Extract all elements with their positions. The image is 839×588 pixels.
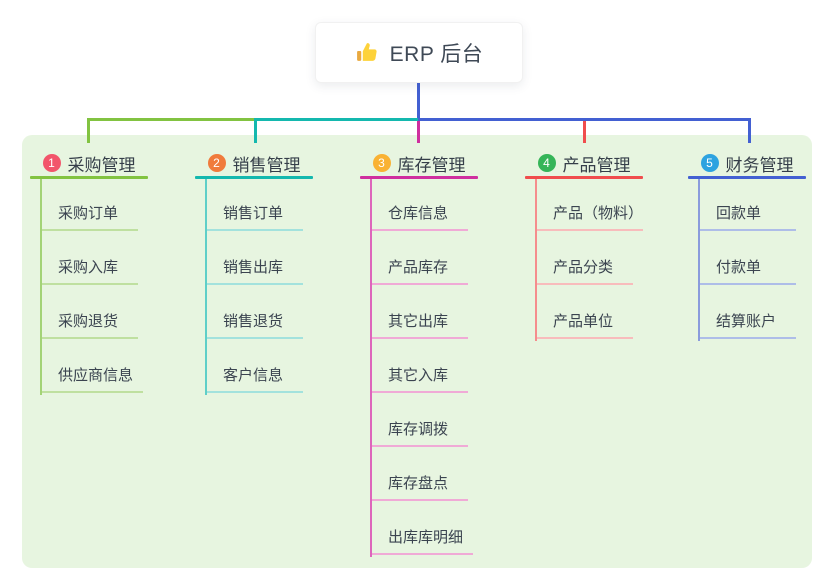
subtopic-item[interactable]: 客户信息 (195, 339, 313, 393)
subtopic-item[interactable]: 产品分类 (525, 231, 643, 285)
subtopic-item[interactable]: 其它出库 (360, 285, 478, 339)
branch-topic[interactable]: 1 采购管理 (30, 150, 148, 176)
subtopic-item[interactable]: 回款单 (688, 179, 806, 231)
root-title: ERP 后台 (389, 42, 484, 66)
branch-label: 产品管理 (562, 155, 631, 175)
subtopic-item[interactable]: 库存调拨 (360, 393, 478, 447)
branch-label: 财务管理 (725, 155, 794, 175)
connector-drop-branch2 (254, 118, 257, 143)
branch-topic[interactable]: 2 销售管理 (195, 150, 313, 176)
subtopic-label: 产品分类 (535, 256, 633, 285)
branch-label: 销售管理 (232, 155, 301, 175)
root-node[interactable]: ERP 后台 (315, 22, 523, 83)
subtopic-item[interactable]: 产品（物料） (525, 179, 643, 231)
subtopic-label: 采购入库 (40, 256, 138, 285)
subtopic-item[interactable]: 采购入库 (30, 231, 148, 285)
connector-drop-branch3 (417, 121, 420, 143)
branch-topic[interactable]: 5 财务管理 (688, 150, 806, 176)
subtopic-label: 产品库存 (370, 256, 468, 285)
branch-badge-number: 5 (700, 154, 719, 172)
subtopic-item[interactable]: 结算账户 (688, 285, 806, 339)
branch: 3 库存管理 仓库信息产品库存其它出库其它入库库存调拨库存盘点出库库明细 (360, 150, 478, 557)
subtopic-label: 供应商信息 (40, 364, 144, 393)
subtopic-label: 仓库信息 (370, 202, 468, 231)
branch-trunk-line (370, 179, 372, 557)
connector-horizontal-branch1 (87, 118, 254, 121)
branch-badge-number: 1 (42, 154, 61, 172)
subtopic-label: 产品单位 (535, 310, 633, 339)
subtopic-item[interactable]: 销售订单 (195, 179, 313, 231)
branch: 2 销售管理 销售订单销售出库销售退货客户信息 (195, 150, 313, 395)
branch-subtree: 产品（物料） 产品分类产品单位 (525, 179, 643, 341)
branch-underline (360, 176, 478, 179)
subtopic-item[interactable]: 付款单 (688, 231, 806, 285)
subtopic-label: 回款单 (698, 202, 796, 231)
connector-drop-branch1 (87, 118, 90, 143)
branch-subtree: 采购订单采购入库采购退货供应商信息 (30, 179, 148, 395)
branch-label: 采购管理 (67, 155, 136, 175)
subtopic-label: 采购退货 (40, 310, 138, 339)
branch-badge-number: 3 (372, 154, 391, 172)
subtopic-label: 客户信息 (205, 364, 303, 393)
branch-trunk-line (205, 179, 207, 395)
subtopic-label: 其它入库 (370, 364, 468, 393)
subtopic-label: 产品（物料） (535, 202, 643, 231)
subtopic-label: 采购订单 (40, 202, 138, 231)
subtopic-label: 库存盘点 (370, 472, 468, 501)
branch-badge-number: 2 (207, 154, 226, 172)
branch-underline (688, 176, 806, 179)
subtopic-item[interactable]: 出库库明细 (360, 501, 478, 555)
subtopic-label: 销售出库 (205, 256, 303, 285)
connector-root-vertical (417, 83, 420, 118)
connector-horizontal-branch5 (418, 118, 751, 121)
subtopic-item[interactable]: 产品库存 (360, 231, 478, 285)
subtopic-label: 其它出库 (370, 310, 468, 339)
branch-topic[interactable]: 4 产品管理 (525, 150, 643, 176)
subtopic-label: 出库库明细 (370, 526, 474, 555)
branch-underline (30, 176, 148, 179)
branch-badge-number: 4 (537, 154, 556, 172)
branch-topic[interactable]: 3 库存管理 (360, 150, 478, 176)
connector-drop-branch5 (748, 118, 751, 143)
branch-underline (195, 176, 313, 179)
connector-drop-branch4 (583, 121, 586, 143)
branch: 5 财务管理 回款单付款单结算账户 (688, 150, 806, 341)
subtopic-label: 库存调拨 (370, 418, 468, 447)
branch-trunk-line (698, 179, 700, 341)
branch: 4 产品管理 产品（物料） 产品分类产品单位 (525, 150, 643, 341)
subtopic-item[interactable]: 采购订单 (30, 179, 148, 231)
branch: 1 采购管理 采购订单采购入库采购退货供应商信息 (30, 150, 148, 395)
branch-trunk-line (40, 179, 42, 395)
subtopic-item[interactable]: 供应商信息 (30, 339, 148, 393)
connector-horizontal-branch2 (254, 118, 418, 121)
subtopic-item[interactable]: 销售退货 (195, 285, 313, 339)
branch-label: 库存管理 (397, 155, 466, 175)
subtopic-label: 销售退货 (205, 310, 303, 339)
subtopic-item[interactable]: 仓库信息 (360, 179, 478, 231)
subtopic-label: 销售订单 (205, 202, 303, 231)
branch-subtree: 仓库信息产品库存其它出库其它入库库存调拨库存盘点出库库明细 (360, 179, 478, 557)
subtopic-label: 结算账户 (698, 310, 796, 339)
subtopic-item[interactable]: 其它入库 (360, 339, 478, 393)
branch-subtree: 回款单付款单结算账户 (688, 179, 806, 341)
subtopic-item[interactable]: 库存盘点 (360, 447, 478, 501)
thumbs-up-icon (355, 40, 380, 65)
branch-underline (525, 176, 643, 179)
subtopic-item[interactable]: 销售出库 (195, 231, 313, 285)
branch-subtree: 销售订单销售出库销售退货客户信息 (195, 179, 313, 395)
subtopic-label: 付款单 (698, 256, 796, 285)
subtopic-item[interactable]: 采购退货 (30, 285, 148, 339)
subtopic-item[interactable]: 产品单位 (525, 285, 643, 339)
branch-trunk-line (535, 179, 537, 341)
branches-panel (22, 135, 812, 568)
